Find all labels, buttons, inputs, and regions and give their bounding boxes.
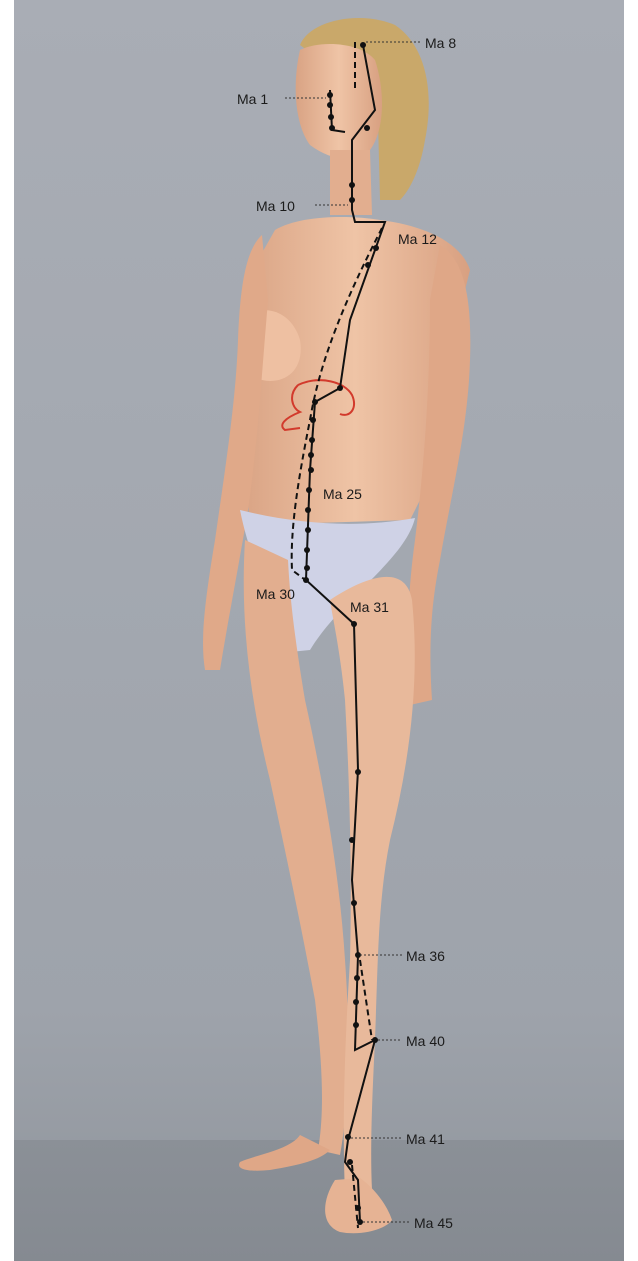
label-ma36: Ma 36 xyxy=(406,948,445,964)
label-ma1: Ma 1 xyxy=(237,91,268,107)
label-ma40: Ma 40 xyxy=(406,1033,445,1049)
label-ma8: Ma 8 xyxy=(425,35,456,51)
label-ma25: Ma 25 xyxy=(323,486,362,502)
label-ma12: Ma 12 xyxy=(398,231,437,247)
label-ma30: Ma 30 xyxy=(256,586,295,602)
head xyxy=(296,44,382,159)
label-ma41: Ma 41 xyxy=(406,1131,445,1147)
label-ma31: Ma 31 xyxy=(350,599,389,615)
foot-back xyxy=(239,1135,330,1171)
label-ma45: Ma 45 xyxy=(414,1215,453,1231)
label-ma10: Ma 10 xyxy=(256,198,295,214)
